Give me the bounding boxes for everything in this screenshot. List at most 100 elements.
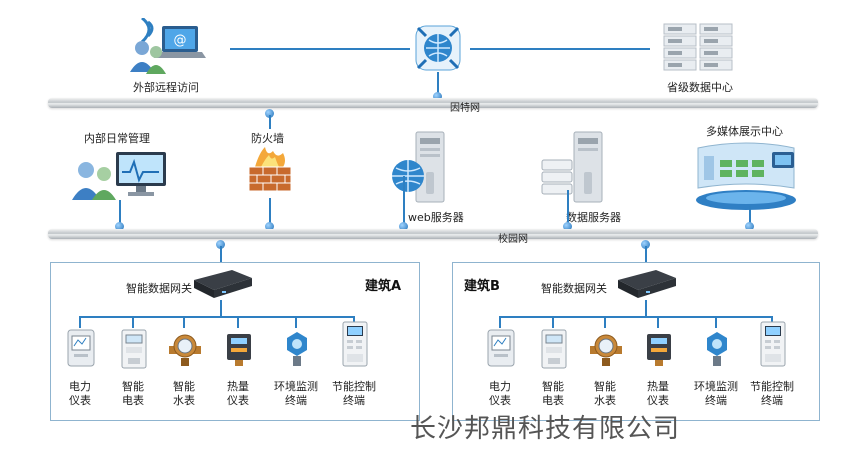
admin-monitor-icon xyxy=(70,148,170,200)
gateway-device-icon xyxy=(616,266,678,300)
device-label-line1: 热量 xyxy=(647,380,669,393)
device-label-line1: 智能 xyxy=(173,380,195,393)
device-label-line2: 水表 xyxy=(594,394,616,407)
multimedia-label: 多媒体展示中心 xyxy=(706,125,783,138)
multimedia-display-icon xyxy=(690,138,802,212)
device-label-line1: 电力 xyxy=(489,380,511,393)
building-a-gateway-label: 智能数据网关 xyxy=(126,282,192,295)
firewall-label: 防火墙 xyxy=(251,132,284,145)
device-label-line2: 仪表 xyxy=(227,394,249,407)
device-label: 智能水表 xyxy=(579,380,631,408)
internet-label: 因特网 xyxy=(450,103,480,114)
mgmt-campus-dot xyxy=(115,222,124,231)
internal-mgmt-label: 内部日常管理 xyxy=(84,132,150,145)
building-b-uplink xyxy=(645,246,647,262)
firewall-drop-line xyxy=(269,198,271,226)
data-server-label: 数据服务器 xyxy=(566,211,621,224)
campus-bus xyxy=(48,229,818,239)
internet-node-dot xyxy=(433,92,442,101)
multimedia-drop-line xyxy=(749,206,751,226)
device-label-line2: 水表 xyxy=(173,394,195,407)
smart-electric-meter-icon xyxy=(536,328,572,376)
building-b-gateway-drop xyxy=(645,300,647,316)
device-label: 智能水表 xyxy=(158,380,210,408)
svg-text:@: @ xyxy=(174,33,187,48)
building-a-title: 建筑A xyxy=(365,279,402,294)
gateway-device-icon xyxy=(192,266,254,300)
building-a-campus-dot xyxy=(216,240,225,249)
remote-access-label: 外部远程访问 xyxy=(133,81,199,94)
device-label: 热量仪表 xyxy=(212,380,264,408)
device-label-line2: 终端 xyxy=(761,394,783,407)
power-meter-icon xyxy=(483,328,519,376)
web-server-icon xyxy=(388,130,452,206)
multimedia-campus-dot xyxy=(745,222,754,231)
energy-control-terminal-icon xyxy=(337,320,373,368)
device-label-line1: 电力 xyxy=(69,380,91,393)
data-drop-line xyxy=(567,190,569,226)
top-link-left xyxy=(230,48,410,50)
smart-water-meter-icon xyxy=(167,328,203,376)
firewall-internet-dot xyxy=(265,109,274,118)
top-link-right xyxy=(470,48,650,50)
firewall-campus-dot xyxy=(265,222,274,231)
device-drop-line xyxy=(237,316,239,328)
internet-bus xyxy=(48,98,818,108)
device-drop-line xyxy=(132,316,134,328)
device-label-line2: 终端 xyxy=(343,394,365,407)
smart-water-meter-icon xyxy=(588,328,624,376)
data-campus-dot xyxy=(563,222,572,231)
firewall-icon xyxy=(245,145,295,197)
device-label-line1: 环境监测 xyxy=(274,380,318,393)
device-label-line2: 电表 xyxy=(542,394,564,407)
device-label: 电力仪表 xyxy=(474,380,526,408)
remote-users-laptop-icon: @ xyxy=(128,16,208,74)
router-globe-icon xyxy=(414,24,462,72)
device-label: 环境监测终端 xyxy=(270,380,322,408)
device-drop-line xyxy=(79,316,81,328)
device-label: 节能控制终端 xyxy=(746,380,798,408)
web-drop-line xyxy=(403,176,405,226)
device-drop-line xyxy=(657,316,659,328)
device-drop-line xyxy=(499,316,501,328)
device-label: 智能电表 xyxy=(107,380,159,408)
device-label-line2: 电表 xyxy=(122,394,144,407)
device-drop-line xyxy=(295,316,297,328)
power-meter-icon xyxy=(63,328,99,376)
device-label-line2: 终端 xyxy=(285,394,307,407)
device-drop-line xyxy=(183,316,185,328)
device-drop-line xyxy=(715,316,717,328)
device-label-line2: 终端 xyxy=(705,394,727,407)
device-drop-line xyxy=(552,316,554,328)
device-drop-line xyxy=(604,316,606,328)
device-label-line1: 智能 xyxy=(542,380,564,393)
provincial-dc-label: 省级数据中心 xyxy=(667,81,733,94)
device-label-line1: 环境监测 xyxy=(694,380,738,393)
company-watermark: 长沙邦鼎科技有限公司 xyxy=(410,414,681,444)
device-label-line1: 智能 xyxy=(594,380,616,393)
campus-label: 校园网 xyxy=(498,234,528,245)
building-a-gateway-drop xyxy=(220,300,222,316)
building-b-device-bus xyxy=(500,316,772,318)
smart-electric-meter-icon xyxy=(116,328,152,376)
mgmt-drop-line xyxy=(119,200,121,226)
server-rack-icon xyxy=(662,22,734,74)
device-label-line2: 仪表 xyxy=(489,394,511,407)
device-label: 热量仪表 xyxy=(632,380,684,408)
data-server-icon xyxy=(540,130,610,206)
router-drop-line xyxy=(437,72,439,96)
device-label: 环境监测终端 xyxy=(690,380,742,408)
device-label-line2: 仪表 xyxy=(647,394,669,407)
device-label: 节能控制终端 xyxy=(328,380,380,408)
device-label-line2: 仪表 xyxy=(69,394,91,407)
building-a-device-bus xyxy=(80,316,354,318)
device-label-line1: 节能控制 xyxy=(332,380,376,393)
environment-sensor-icon xyxy=(699,328,735,376)
firewall-up-line xyxy=(269,115,271,129)
building-a-uplink xyxy=(220,246,222,262)
building-b-campus-dot xyxy=(641,240,650,249)
device-label-line1: 节能控制 xyxy=(750,380,794,393)
web-server-label: web服务器 xyxy=(408,211,464,224)
device-label: 智能电表 xyxy=(527,380,579,408)
building-b-title: 建筑B xyxy=(464,279,500,294)
